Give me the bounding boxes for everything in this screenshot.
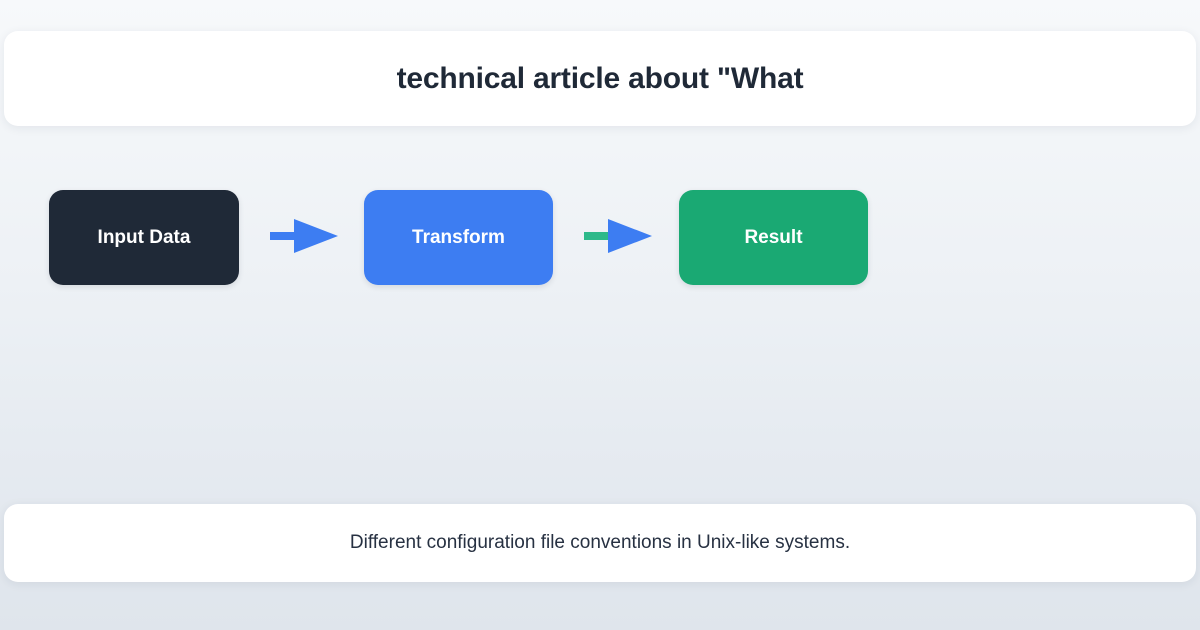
- page-title: technical article about "What: [396, 61, 804, 95]
- footer-caption: Different configuration file conventions…: [349, 532, 851, 553]
- diagram-node-result: Result: [679, 190, 868, 285]
- header-card: technical article about "What: [4, 31, 1196, 126]
- arrow-right-icon: [584, 219, 652, 253]
- footer-card: Different configuration file conventions…: [4, 504, 1196, 582]
- node-label-result: Result: [744, 226, 803, 248]
- diagram-node-transform: Transform: [364, 190, 553, 285]
- arrow-right-icon: [270, 219, 338, 253]
- node-label-input-data: Input Data: [97, 226, 191, 248]
- node-label-transform: Transform: [412, 226, 505, 248]
- diagram-node-input-data: Input Data: [49, 190, 239, 285]
